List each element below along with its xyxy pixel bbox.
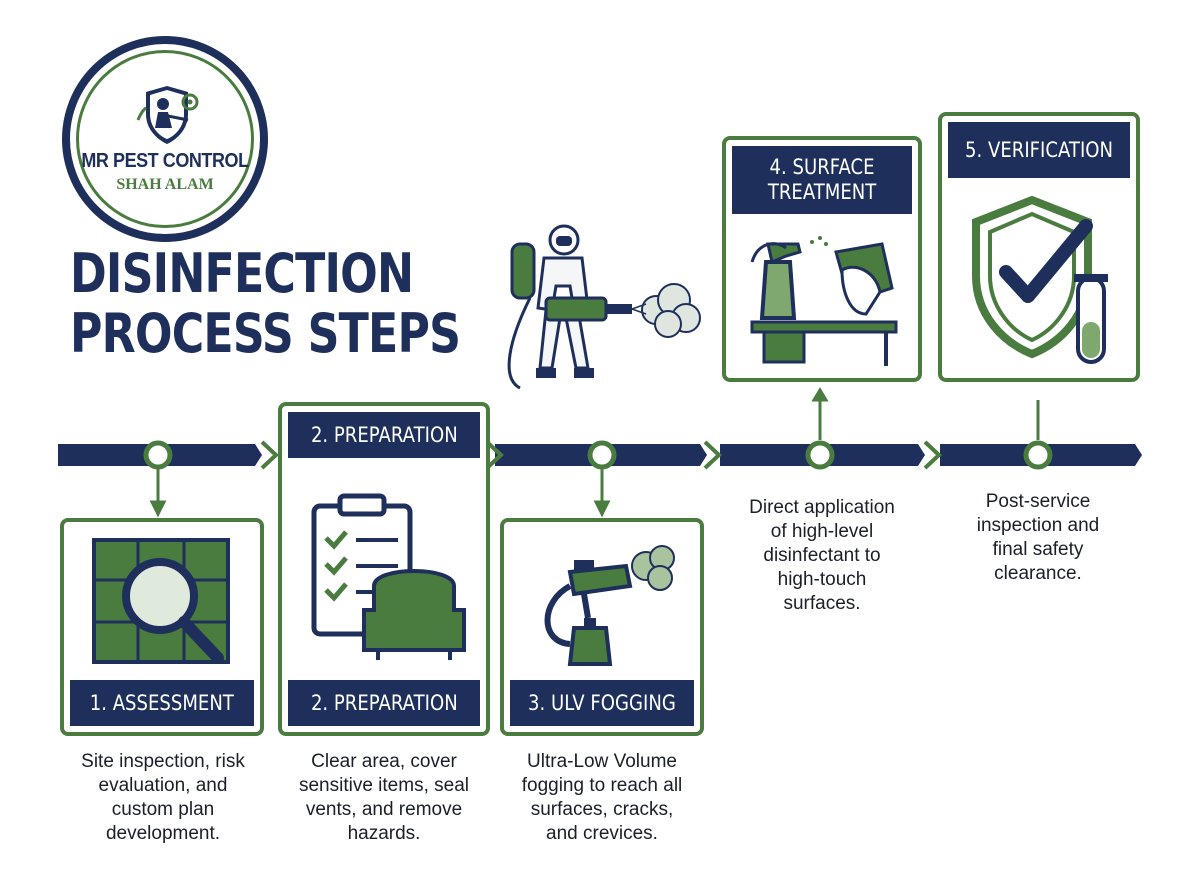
logo-company-name: MR PEST CONTROL <box>81 150 249 172</box>
step-label-assessment: 1. ASSESSMENT <box>70 680 254 726</box>
step-label-ulv-fogging: 3. ULV FOGGING <box>510 680 694 726</box>
step-label-preparation-top: 2. PREPARATION <box>288 412 480 458</box>
magnifier-floorplan-icon <box>92 538 230 664</box>
step-label-surface-treatment: 4. SURFACE TREATMENT <box>732 146 912 214</box>
company-logo: MR PEST CONTROL SHAH ALAM <box>62 36 268 242</box>
step-label-verification: 5. VERIFICATION <box>948 122 1130 178</box>
fogger-machine-icon <box>544 545 675 666</box>
step-label-preparation: 2. PREPARATION <box>288 680 480 726</box>
clipboard-armchair-icon <box>311 493 466 660</box>
title-line-1: DISINFECTION <box>70 242 414 305</box>
page-title: DISINFECTION PROCESS STEPS <box>70 242 461 365</box>
shield-technician-icon <box>136 86 199 144</box>
fogging-technician-illustration <box>507 224 701 390</box>
step-card-assessment: 1. ASSESSMENT <box>60 518 264 736</box>
timeline-connectors <box>149 387 1040 518</box>
logo-location: SHAH ALAM <box>116 176 214 193</box>
spray-wipe-icon <box>750 236 898 366</box>
process-timeline <box>58 440 1142 480</box>
step-card-ulv-fogging: 3. ULV FOGGING <box>500 518 704 736</box>
title-line-2: PROCESS STEPS <box>70 302 461 365</box>
shield-check-testtube-icon <box>972 195 1108 364</box>
step-card-preparation: 2. PREPARATION 2. PREPARATION <box>278 402 490 736</box>
logo-ring <box>76 50 254 228</box>
step-card-verification: 5. VERIFICATION <box>938 112 1140 382</box>
step-card-surface-treatment: 4. SURFACE TREATMENT <box>722 136 922 382</box>
